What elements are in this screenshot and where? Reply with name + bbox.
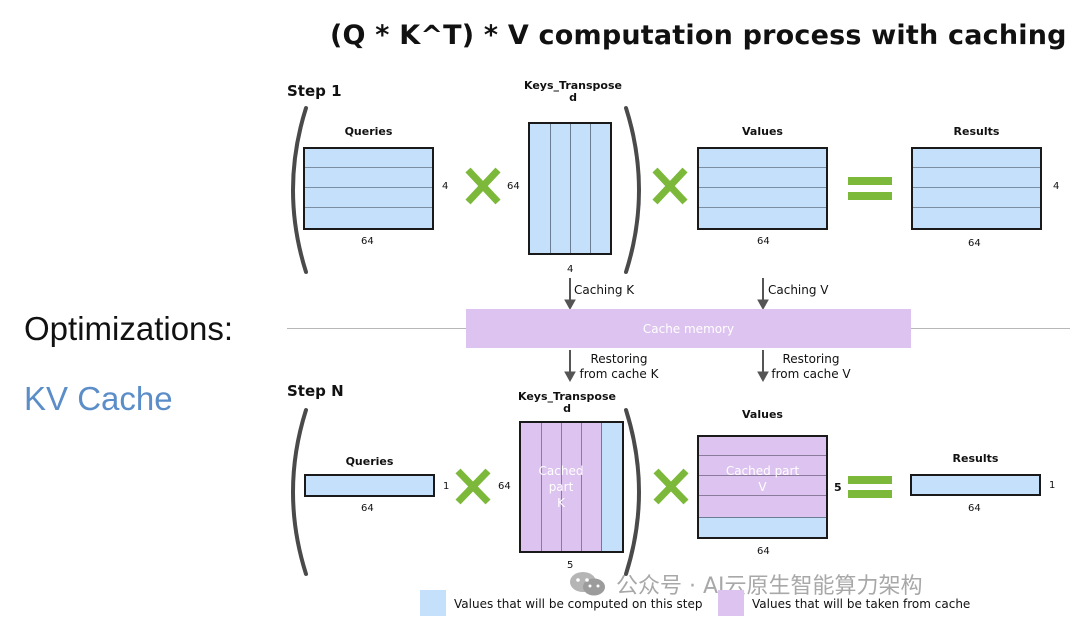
step1-queries-rows: 4 (442, 181, 449, 192)
stepN-multiply-icon-2 (653, 468, 689, 505)
step1-equals-icon (848, 177, 892, 200)
restoring-v-label: Restoring from cache V (771, 352, 851, 381)
step1-left-bracket (291, 106, 308, 274)
stepN-values-rows: 5 (834, 481, 842, 494)
step1-results-label: Results (953, 125, 1000, 138)
step1-label: Step 1 (287, 82, 342, 100)
legend-cached-swatch (718, 590, 744, 616)
stepN-results-matrix (910, 474, 1041, 496)
stepN-results-cols: 64 (968, 503, 981, 514)
stepN-queries-rows: 1 (443, 481, 450, 492)
legend-cached-label: Values that will be taken from cache (752, 597, 971, 611)
stepN-label: Step N (287, 382, 344, 400)
step1-values-cols: 64 (757, 236, 770, 247)
stepN-results-label: Results (952, 452, 999, 465)
step1-keys-matrix (528, 122, 612, 255)
wechat-icon (570, 572, 605, 596)
watermark: 公众号 · AI云原生智能算力架构 (568, 568, 923, 600)
stepN-queries-label: Queries (345, 455, 394, 468)
stepN-results-rows: 1 (1049, 480, 1056, 491)
caching-v-label: Caching V (768, 283, 829, 297)
step1-keys-label: Keys_Transpose d (524, 79, 622, 104)
stepN-keys-rows: 64 (498, 481, 511, 492)
restoring-k-arrow (564, 350, 576, 383)
stepN-keys-matrix: Cached part K (519, 421, 624, 553)
step1-multiply-icon-1 (465, 167, 501, 205)
stepN-equals-icon (848, 476, 892, 498)
step1-results-rows: 4 (1053, 181, 1060, 192)
step1-keys-cols: 4 (567, 264, 574, 275)
stepN-values-cached-label: Cached part V (725, 464, 800, 494)
stepN-multiply-icon-1 (455, 468, 491, 505)
stepN-values-matrix: Cached part V (697, 435, 828, 539)
stepN-right-bracket (624, 408, 641, 576)
kv-cache-topic: KV Cache (24, 380, 173, 417)
step1-queries-matrix (303, 147, 434, 230)
legend-computed-swatch (420, 590, 446, 616)
stepN-values-cols: 64 (757, 546, 770, 557)
watermark-text: 公众号 · AI云原生智能算力架构 (616, 574, 923, 599)
step1-keys-rows: 64 (507, 181, 520, 192)
caching-v-arrow (757, 278, 769, 311)
caching-k-arrow (564, 278, 576, 311)
legend-computed-label: Values that will be computed on this ste… (454, 597, 703, 611)
step1-results-matrix (911, 147, 1042, 230)
step1-multiply-icon-2 (652, 167, 688, 205)
stepN-left-bracket (291, 408, 308, 576)
restoring-v-arrow (757, 350, 769, 383)
caching-k-label: Caching K (574, 283, 635, 297)
step1-values-label: Values (742, 125, 783, 138)
optimizations-heading: Optimizations: (24, 310, 234, 347)
stepN-keys-label: Keys_Transpose d (518, 390, 616, 415)
cache-memory-bar: Cache memory (466, 309, 911, 348)
stepN-values-label: Values (742, 408, 783, 421)
stepN-queries-cols: 64 (361, 503, 374, 514)
diagram-title: (Q * K^T) * V computation process with c… (330, 20, 1067, 51)
step1-queries-cols: 64 (361, 236, 374, 247)
stepN-keys-cached-label: Cached part K (538, 464, 584, 510)
stepN-keys-cols: 5 (567, 560, 574, 571)
step1-values-matrix (697, 147, 828, 230)
cache-memory-label: Cache memory (642, 322, 735, 336)
stepN-values-new-row (699, 517, 826, 537)
stepN-queries-matrix (304, 474, 435, 497)
step1-queries-label: Queries (344, 125, 393, 138)
step1-right-bracket (624, 106, 641, 274)
step1-results-cols: 64 (968, 238, 981, 249)
restoring-k-label: Restoring from cache K (579, 352, 659, 381)
stepN-keys-new-column (601, 423, 622, 551)
